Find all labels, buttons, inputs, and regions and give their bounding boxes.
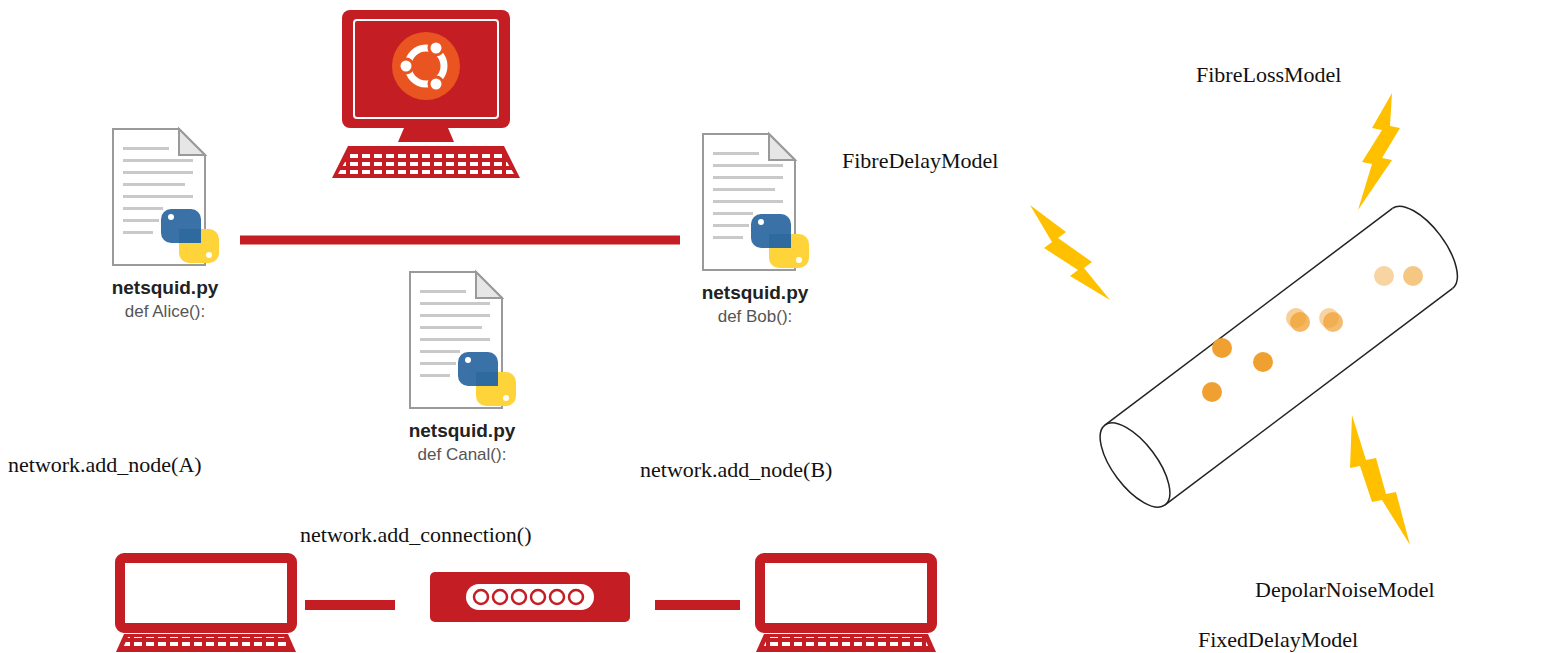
photon-dots <box>1202 266 1423 402</box>
function-name: def Bob(): <box>718 306 793 329</box>
python-file: netsquid.pydef Canal(): <box>387 268 537 467</box>
file-name: netsquid.py <box>409 418 516 444</box>
fibre-tube <box>1087 195 1470 518</box>
node-computer <box>756 558 936 652</box>
router-box <box>430 572 630 622</box>
python-file: netsquid.pydef Bob(): <box>680 130 830 329</box>
model-label: DepolarNoiseModel <box>1255 577 1435 603</box>
file-icon <box>105 125 225 275</box>
file-name: netsquid.py <box>112 275 219 301</box>
file-icon <box>402 268 522 418</box>
link-line <box>240 236 680 245</box>
model-label: FixedDelayModel <box>1198 627 1358 653</box>
function-name: def Alice(): <box>125 301 205 324</box>
link-dash <box>305 600 395 610</box>
function-label: network.add_connection() <box>300 522 532 548</box>
python-file: netsquid.pydef Alice(): <box>90 125 240 324</box>
node-computer <box>116 558 296 652</box>
function-label: network.add_node(B) <box>640 457 832 483</box>
model-label: FibreDelayModel <box>842 148 998 174</box>
file-icon <box>695 130 815 280</box>
ubuntu-computer <box>332 10 520 178</box>
model-label: FibreLossModel <box>1196 62 1341 88</box>
function-label: network.add_node(A) <box>8 452 202 478</box>
noise-bolt <box>1030 93 1410 545</box>
link-dash <box>655 600 740 610</box>
function-name: def Canal(): <box>418 444 507 467</box>
file-name: netsquid.py <box>702 280 809 306</box>
